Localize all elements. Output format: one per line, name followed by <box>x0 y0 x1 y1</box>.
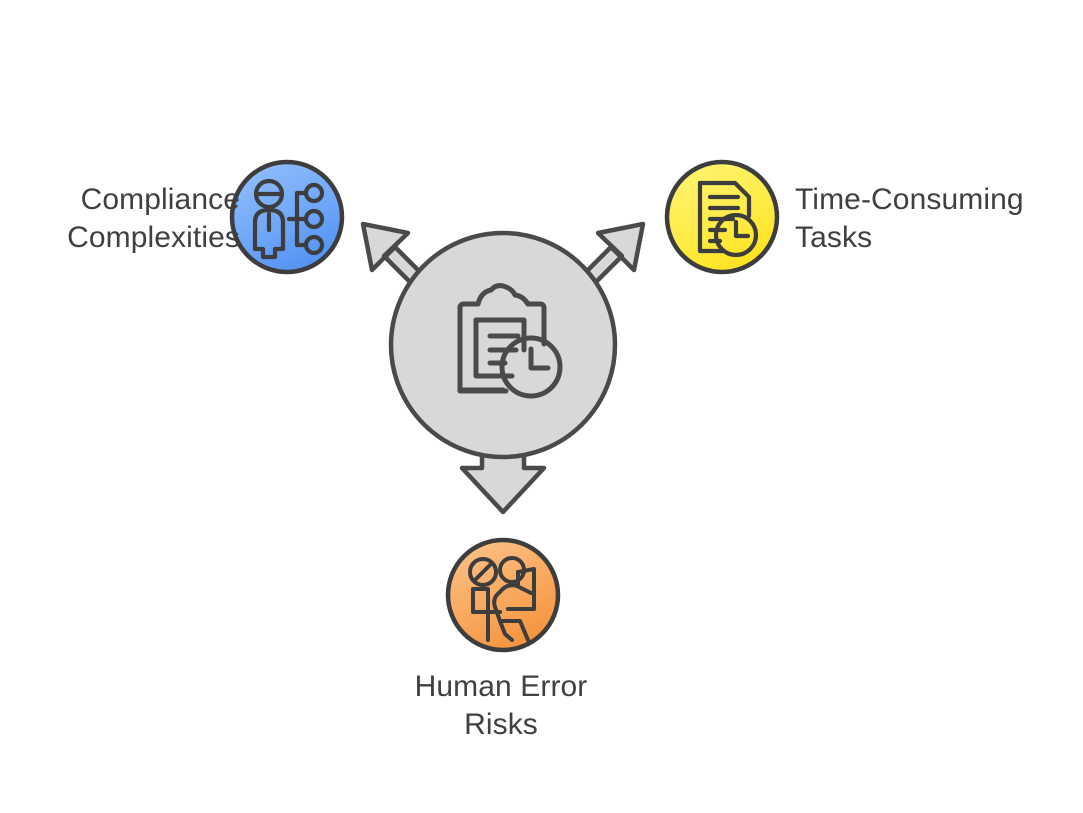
label-human-error-risks: Human Error Risks <box>414 670 588 742</box>
central-hub-group <box>360 221 646 515</box>
label-compliance-complexities: Compliance Complexities <box>67 183 240 255</box>
clipboard-clock-icon <box>457 283 563 399</box>
node-compliance[interactable] <box>229 159 345 275</box>
label-time-consuming-tasks: Time-Consuming Tasks <box>795 183 1024 255</box>
central-circle <box>388 230 618 460</box>
org-chart-person-icon <box>252 178 325 260</box>
document-clock-icon <box>697 180 759 258</box>
compliance-circle <box>229 159 345 275</box>
node-human-error[interactable] <box>445 537 561 653</box>
node-time-consuming[interactable] <box>664 159 780 275</box>
human-error-circle <box>445 537 561 653</box>
person-desk-prohibited-icon <box>468 556 536 642</box>
